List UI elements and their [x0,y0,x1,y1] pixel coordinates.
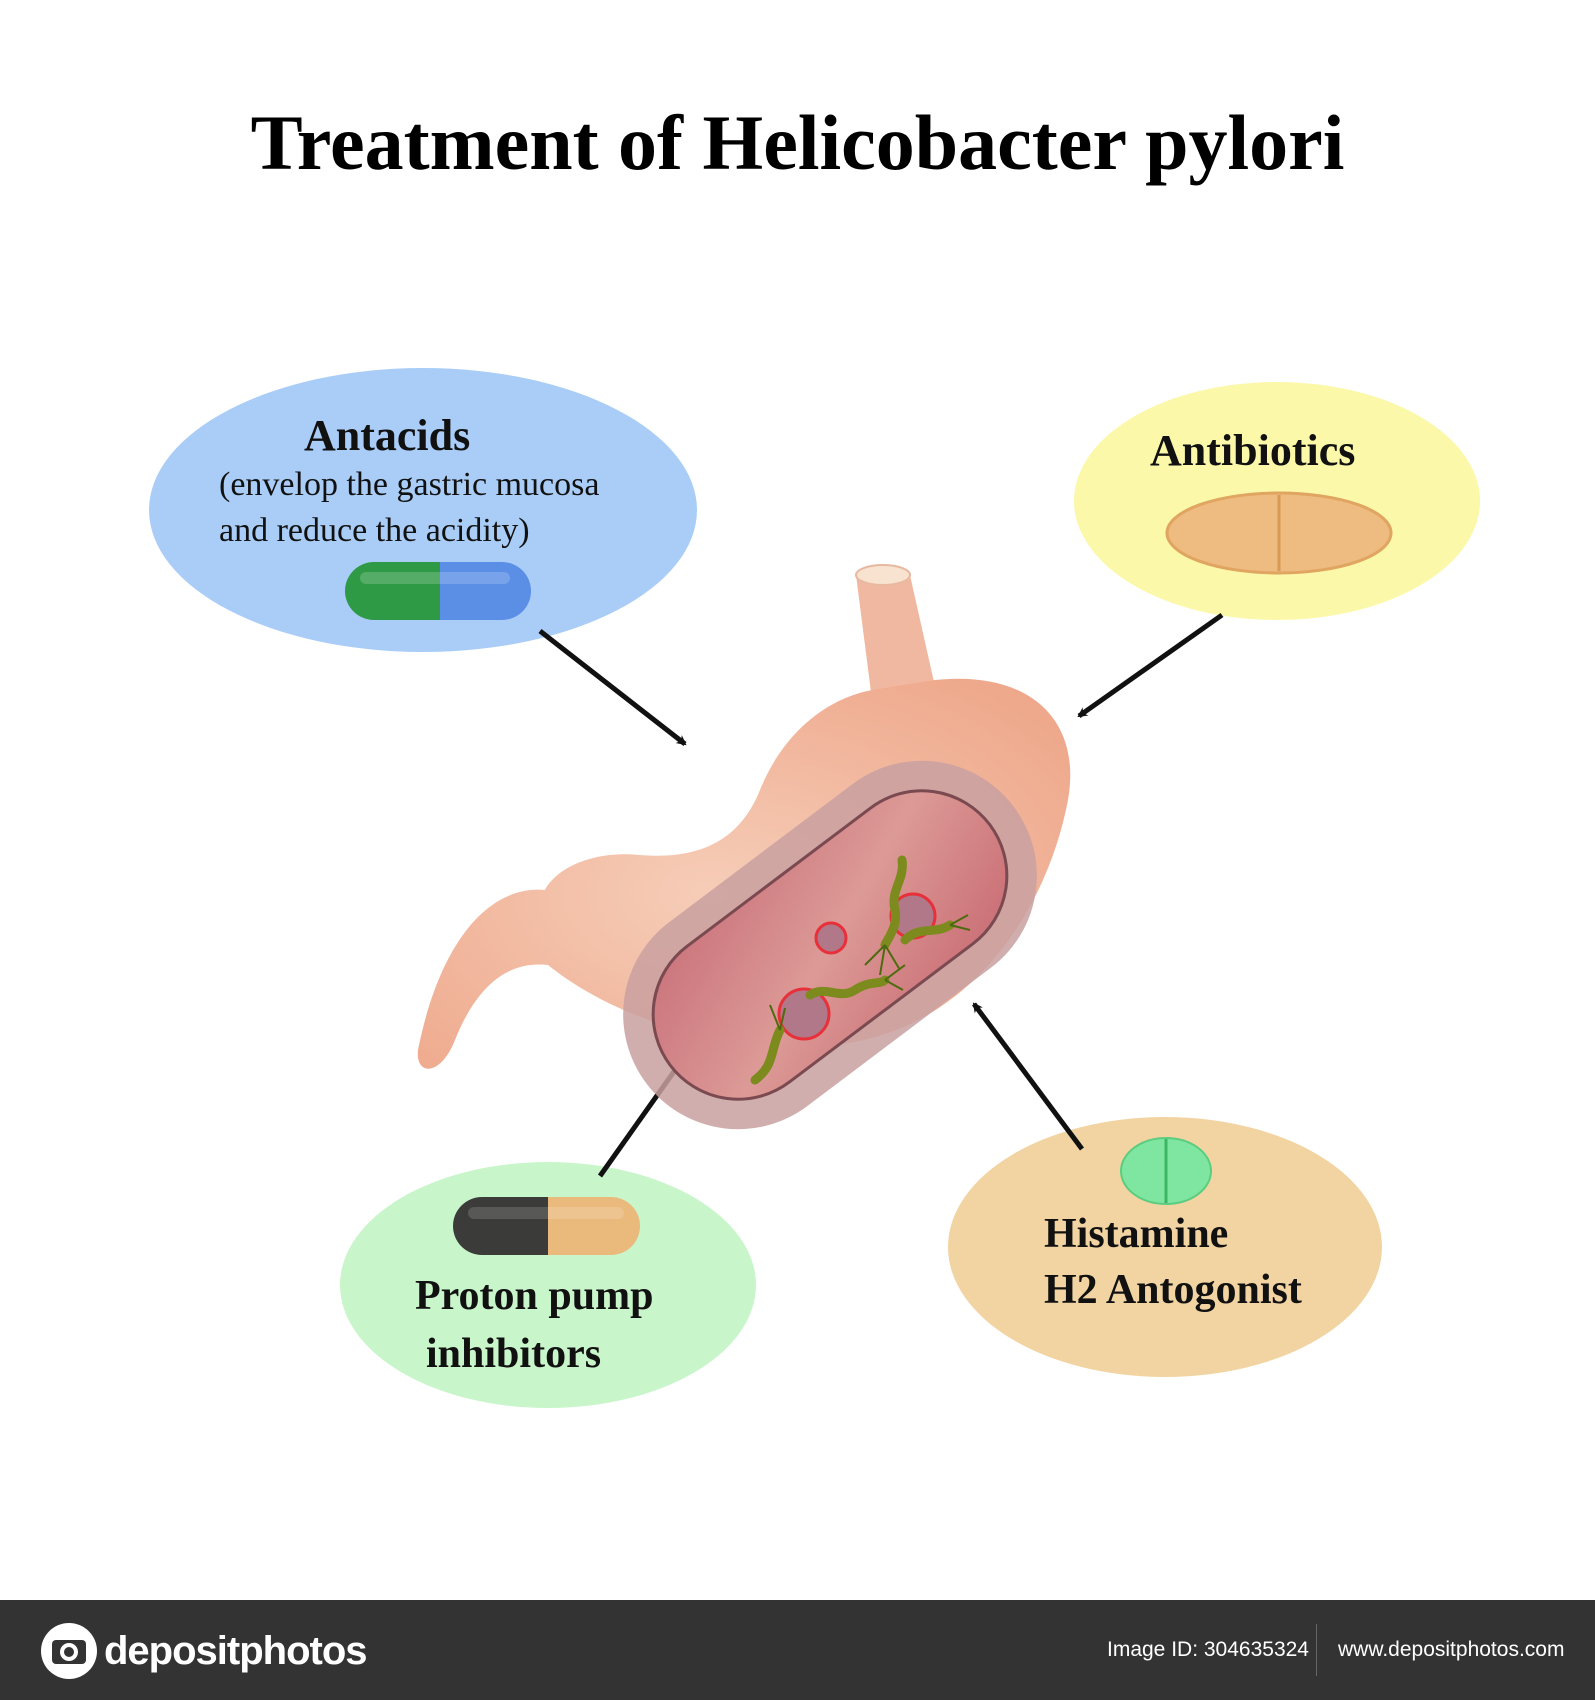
illustration [149,368,1480,1408]
page-title: Treatment of Helicobacter pylori [250,99,1345,186]
arrow-histamine [971,1002,1085,1151]
capsule-black-tan-icon [453,1197,640,1255]
antacids-desc-line1: (envelop the gastric mucosa [219,466,600,503]
antacids-label: Antacids [304,411,471,460]
ppi-label-line1: Proton pump [415,1273,654,1319]
round-green-tablet-icon [1120,1137,1212,1205]
logo-text: depositphotos [104,1628,368,1673]
footer-bar: depositphotos Image ID: 304635324 www.de… [0,1600,1595,1700]
arrow-antacids [538,629,687,746]
histamine-label-line2: H2 Antogonist [1044,1267,1302,1313]
depositphotos-logo[interactable]: depositphotos [40,1622,368,1680]
antacids-desc-line2: and reduce the acidity) [219,512,530,549]
ppi-label-line2: inhibitors [426,1331,602,1377]
arrow-antibiotics [1077,612,1224,719]
site-url[interactable]: www.depositphotos.com [1338,1638,1565,1661]
camera-icon [41,1623,97,1679]
antacids-bubble [149,368,697,652]
bacteria [750,855,971,1085]
antibiotics-label: Antibiotics [1150,426,1356,475]
ppi-bubble [340,1162,756,1408]
stomach-illustration [417,564,1071,1130]
capsule-green-blue-icon [345,562,531,620]
image-id: Image ID: 304635324 [1107,1638,1309,1661]
footer-divider [1316,1624,1317,1676]
oval-tablet-icon [1165,491,1393,575]
histamine-label-line1: Histamine [1044,1211,1229,1257]
histamine-bubble [948,1117,1382,1377]
